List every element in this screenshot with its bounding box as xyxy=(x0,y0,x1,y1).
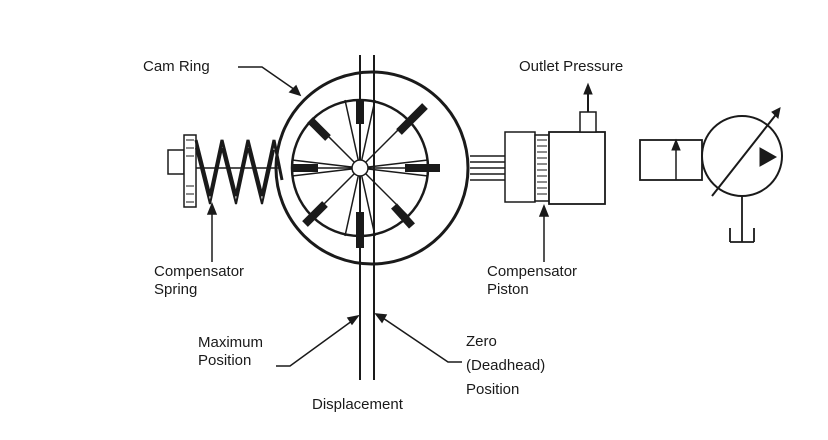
zero-position-label-line3: Position xyxy=(466,381,520,398)
zero-position-label-line2: (Deadhead) xyxy=(466,357,546,374)
maximum-position-label-line1: Maximum xyxy=(198,334,264,351)
hydraulic-symbol xyxy=(639,107,783,243)
compensator-piston xyxy=(470,82,606,205)
outlet-pressure-label: Outlet Pressure xyxy=(519,58,624,75)
compensator-piston-label-line2: Piston xyxy=(487,281,529,298)
compensator-piston-label-line1: Compensator xyxy=(487,263,578,280)
compensator-spring-label-line1: Compensator xyxy=(154,263,245,280)
compensator-piston-label: Compensator Piston xyxy=(487,263,577,299)
compensator-spring xyxy=(167,134,284,208)
leader-lines xyxy=(206,66,550,367)
compensator-spring-label-line2: Spring xyxy=(154,281,198,298)
vane-blocks xyxy=(292,100,440,248)
zero-position-label: Zero (Deadhead) Position xyxy=(466,330,545,402)
zero-position-label-line1: Zero xyxy=(466,333,497,350)
maximum-position-label: Maximum Position xyxy=(198,334,263,370)
displacement-label: Displacement xyxy=(312,396,403,413)
compensator-spring-label: Compensator Spring xyxy=(154,263,244,299)
rotor-hub xyxy=(351,159,369,177)
maximum-position-label-line2: Position xyxy=(198,352,252,369)
cam-ring-label: Cam Ring xyxy=(143,58,210,75)
